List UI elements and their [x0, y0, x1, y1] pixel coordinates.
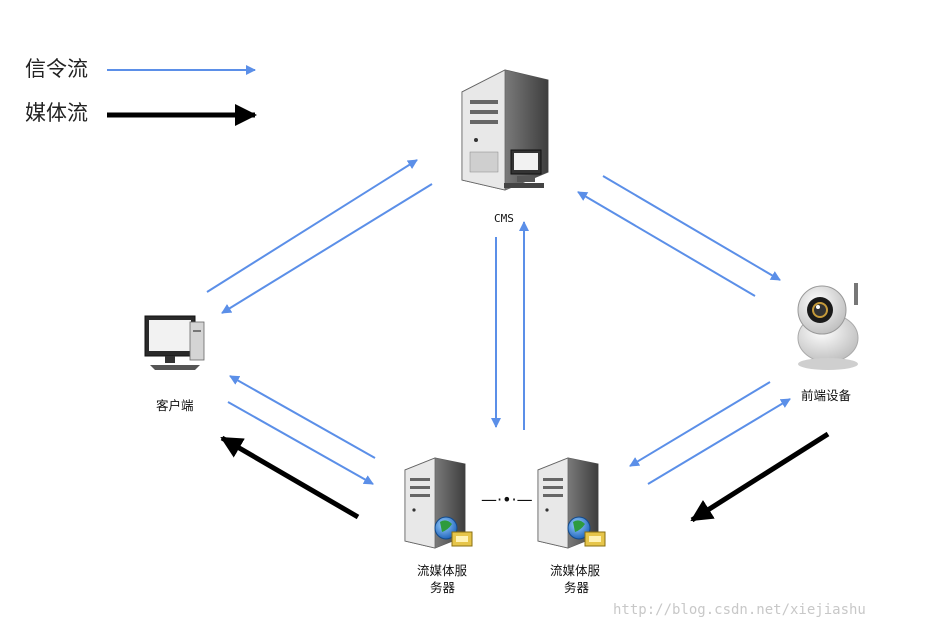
- ip-camera-icon: [797, 283, 859, 370]
- media-arrow-from-frontend: [690, 431, 830, 523]
- server-with-monitor-icon: [461, 69, 549, 191]
- arrow-client-to-cms: [206, 159, 418, 293]
- arrow-frontend-to-media: [629, 381, 771, 467]
- media-server-1-label-line2: 务器: [430, 580, 456, 595]
- arrow-cms-to-client: [221, 183, 433, 314]
- media-server-2-label-line1: 流媒体服: [550, 563, 601, 578]
- watermark: http://blog.csdn.net/xiejiashu: [613, 602, 866, 618]
- legend-signaling-label: 信令流: [25, 57, 88, 81]
- signaling-arrows: [206, 159, 791, 485]
- arrow-client-to-media: [227, 401, 374, 485]
- desktop-computer-icon: [144, 315, 205, 370]
- arrow-frontend-to-cms: [577, 191, 756, 297]
- media-arrow-to-client: [220, 435, 360, 520]
- arrow-media-to-frontend: [647, 398, 791, 485]
- media-server-2-label-line2: 务器: [564, 580, 590, 595]
- servers-ellipsis: —·•·—: [481, 490, 533, 509]
- legend-media-label: 媒体流: [25, 101, 88, 125]
- media-arrows: [220, 431, 830, 523]
- client-label: 客户端: [156, 398, 194, 413]
- arrow-cms-to-frontend: [602, 175, 781, 281]
- legend: 信令流 媒体流: [25, 57, 257, 126]
- media-server-1-label-line1: 流媒体服: [417, 563, 468, 578]
- arrow-media-to-client: [229, 375, 376, 459]
- cms-label: CMS: [494, 212, 514, 225]
- server-globe-icon: [404, 457, 473, 549]
- server-globe-icon: [537, 457, 606, 549]
- front-end-label: 前端设备: [801, 388, 852, 403]
